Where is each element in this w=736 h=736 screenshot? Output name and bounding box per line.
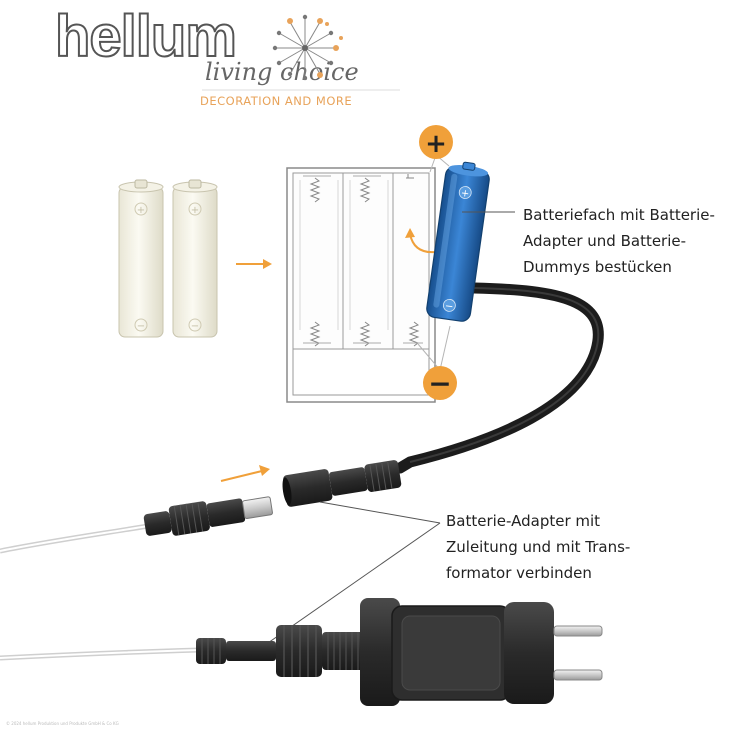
svg-text:+: + xyxy=(191,205,199,216)
battery-adapter: + − xyxy=(426,161,490,322)
callout-battery-compartment: Batteriefach mit Batterie- Adapter und B… xyxy=(523,206,715,276)
svg-text:+: + xyxy=(460,188,470,200)
plus-symbol: + xyxy=(425,129,447,159)
transformer xyxy=(322,598,603,706)
callout-adapter-connect: Batterie-Adapter mit Zuleitung und mit T… xyxy=(446,512,631,582)
dc-connector-female xyxy=(282,460,402,507)
battery-compartment xyxy=(286,167,436,403)
copyright-notice: © 2024 hellum Produktion und Produkte Gm… xyxy=(6,721,119,726)
plus-icon: + xyxy=(419,125,453,173)
aa-battery-right: + − xyxy=(172,179,218,338)
dandelion-logo-icon xyxy=(272,14,343,81)
arrow-right-icon xyxy=(220,465,270,482)
power-cable-connector xyxy=(196,625,322,677)
callout-leaders-adapter xyxy=(264,501,441,646)
logo-tagline: DECORATION AND MORE xyxy=(200,94,353,108)
minus-symbol: − xyxy=(428,367,451,400)
aa-battery-left: + − xyxy=(118,179,164,338)
svg-text:−: − xyxy=(444,301,454,313)
logo-brand: hellum xyxy=(54,4,238,69)
logo-script: living choice xyxy=(205,58,359,86)
rotate-arrow-icon xyxy=(405,228,437,254)
svg-text:+: + xyxy=(137,205,145,216)
svg-text:−: − xyxy=(191,321,199,332)
dc-plug-male xyxy=(143,496,273,536)
minus-icon: − xyxy=(417,325,457,400)
arrow-right-icon xyxy=(236,259,272,269)
svg-text:−: − xyxy=(137,321,145,332)
